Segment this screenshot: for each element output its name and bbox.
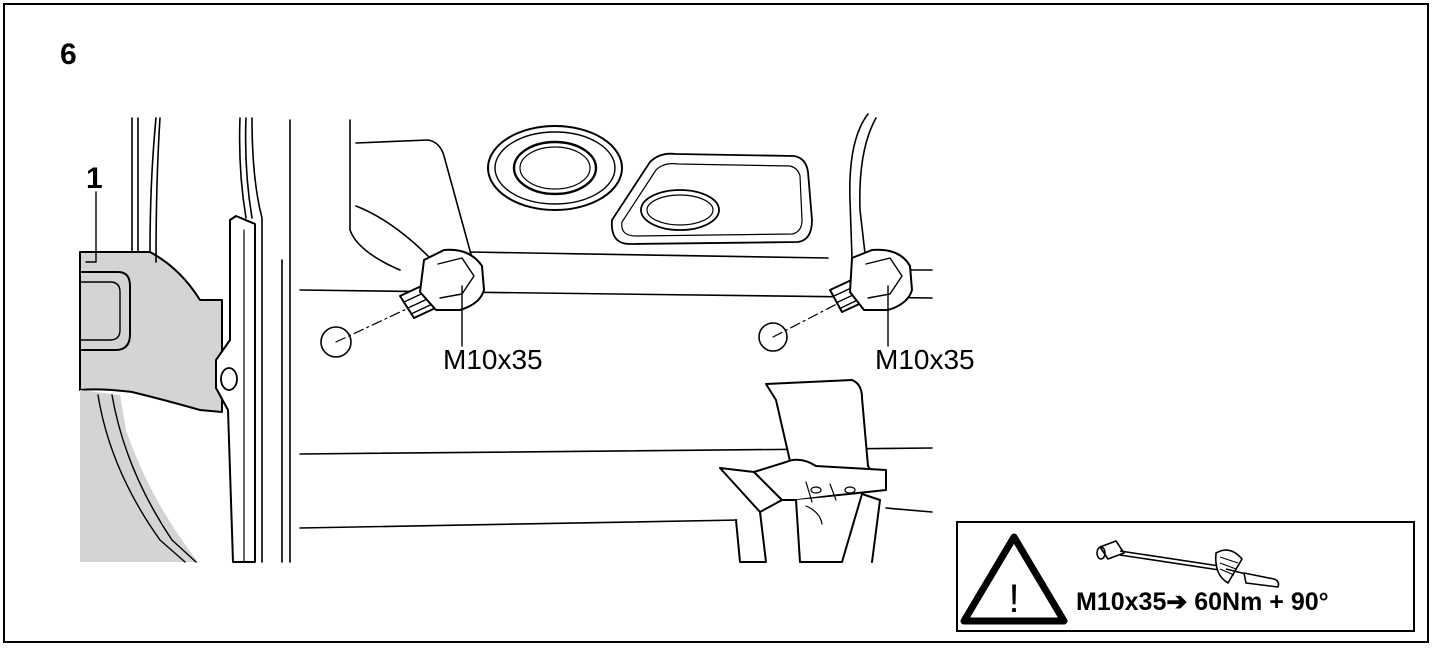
bracket-lower-fill — [80, 390, 198, 562]
bolt-label-right: M10x35 — [875, 344, 975, 375]
torque-spec-text: M10x35➔ 60Nm + 90° — [1076, 588, 1329, 616]
bolt-right — [829, 248, 913, 313]
torque-wrench-icon — [1096, 540, 1280, 588]
plate-hole — [220, 367, 238, 391]
warning-symbol: ! — [1008, 577, 1019, 621]
step-number: 6 — [60, 38, 77, 71]
torque-spec-box: ! M10x35➔ 60Nm + 90° — [956, 521, 1415, 632]
warning-triangle-icon — [960, 533, 1068, 625]
panel-line — [299, 289, 933, 299]
hole-right — [758, 322, 788, 352]
pocket — [610, 152, 813, 245]
part-callout: 1 — [86, 162, 103, 195]
grommet — [487, 125, 623, 211]
bracket-part — [79, 251, 223, 413]
lower-bracket — [719, 379, 887, 563]
bolt-left — [399, 248, 485, 319]
hinge-plate — [215, 215, 256, 563]
bracket-slot — [79, 271, 131, 351]
hole-left — [320, 326, 352, 358]
bolt-label-left: M10x35 — [443, 344, 543, 375]
figure-frame — [3, 3, 1429, 643]
